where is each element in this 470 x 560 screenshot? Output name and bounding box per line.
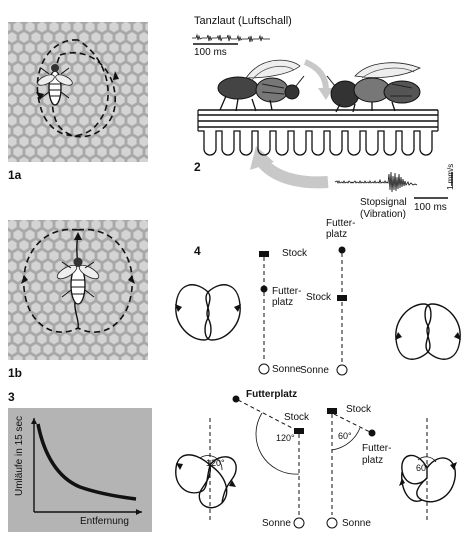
orientation-line-4 — [326, 408, 376, 529]
angle-60-label-dance: 60° — [416, 463, 430, 473]
vibration-trace — [334, 171, 453, 199]
bee-icon-follower — [326, 62, 421, 113]
futter-label-4a: Futter- — [362, 443, 392, 454]
angle-120-label: 120° — [276, 433, 295, 443]
curved-arrow-bottom — [257, 157, 329, 189]
bee-icon-dancer — [217, 59, 305, 112]
vibration-label: (Vibration) — [360, 209, 406, 220]
bee-icon-1b — [56, 257, 100, 305]
curved-arrow-top — [303, 59, 329, 91]
panel-label-1b: 1b — [8, 366, 23, 380]
futter-label-1a: Futter- — [272, 286, 302, 297]
dance-figure-upward — [175, 284, 241, 341]
graph-xlabel: Entfernung — [80, 516, 129, 527]
futter-label-2b: platz — [326, 229, 348, 240]
scale-bottom-label: 100 ms — [414, 202, 447, 213]
stock-label-3: Stock — [284, 412, 310, 423]
sonne-label-3: Sonne — [262, 518, 291, 529]
comb-1a — [8, 22, 148, 162]
orientation-line-1 — [258, 251, 270, 375]
stock-label-2: Stock — [306, 292, 332, 303]
angle-60-label: 60° — [338, 431, 352, 441]
futter-label-4b: platz — [362, 455, 384, 466]
dance-figure-60 — [399, 418, 457, 520]
panel-label-4: 4 — [194, 244, 201, 258]
orientation-line-3 — [232, 395, 305, 529]
futterplatz-label-3: Futterplatz — [246, 389, 298, 400]
futter-label-1b: platz — [272, 297, 294, 308]
stock-label-4: Stock — [346, 404, 372, 415]
bee-icon-1a — [37, 64, 73, 106]
decay-curve — [36, 423, 137, 501]
sound-trace — [192, 33, 270, 45]
sonne-label-1: Sonne — [272, 364, 301, 375]
angle-120-label-dance: 120° — [206, 458, 225, 468]
dance-figure-downward — [395, 303, 461, 360]
stopsignal-label: Stopsignal — [360, 197, 407, 208]
graph-ylabel: Umläufe in 15 sec — [14, 415, 25, 496]
panel-label-3: 3 — [8, 390, 15, 404]
tanzlaut-label: Tanzlaut (Luftschall) — [194, 15, 292, 27]
vertical-scale-label: 1 mm/s — [446, 163, 455, 190]
stock-label-1: Stock — [282, 248, 308, 259]
scale-top-label: 100 ms — [194, 47, 227, 58]
futter-label-2a: Futter- — [326, 218, 356, 229]
sonne-label-2: Sonne — [300, 365, 329, 376]
decay-graph — [8, 408, 152, 532]
panel-label-1a: 1a — [8, 168, 22, 182]
dance-figure-120 — [175, 418, 237, 520]
orientation-line-2 — [336, 246, 348, 376]
sonne-label-4: Sonne — [342, 518, 371, 529]
panel-label-2: 2 — [194, 160, 201, 174]
comb-section — [197, 109, 439, 156]
